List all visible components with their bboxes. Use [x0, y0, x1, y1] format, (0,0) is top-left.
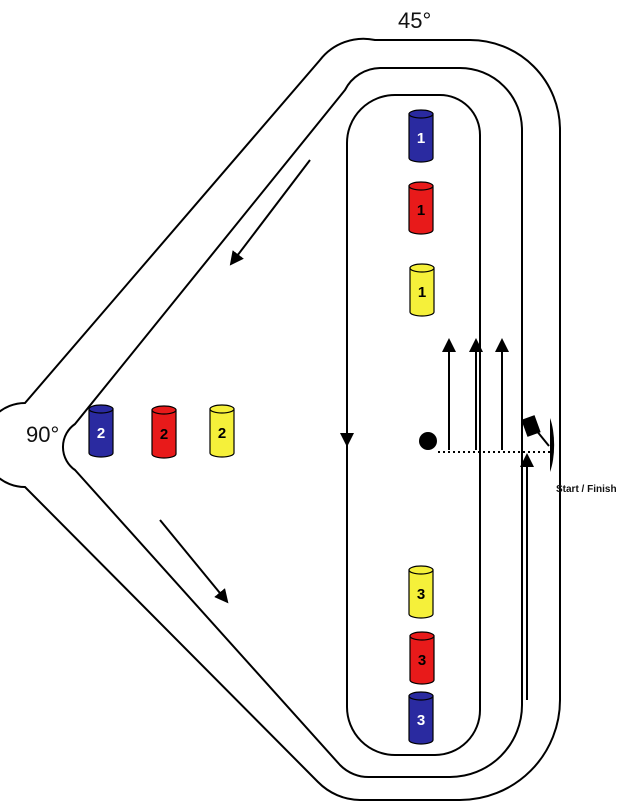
barrel-red-3: 3 — [409, 631, 435, 685]
path-diag-arrow-lower — [159, 519, 229, 604]
barrel-red-2-number: 2 — [160, 426, 168, 443]
barrel-yellow-2: 2 — [209, 404, 235, 458]
barrel-yellow-2-number: 2 — [218, 425, 226, 442]
timer-post — [419, 432, 437, 450]
barrel-yellow-1: 1 — [409, 263, 435, 317]
start-finish-label: Start / Finish — [556, 484, 617, 495]
barrel-yellow-3-number: 3 — [417, 586, 425, 603]
barrel-red-1-number: 1 — [417, 202, 425, 219]
barrel-red-3-number: 3 — [418, 652, 426, 669]
angle-label-top: 45° — [398, 8, 432, 33]
barrel-blue-1-number: 1 — [417, 130, 425, 147]
outer-track — [0, 37, 561, 801]
barrel-blue-2-number: 2 — [97, 425, 105, 442]
barrel-red-2: 2 — [151, 405, 177, 459]
barrel-blue-3-number: 3 — [417, 712, 425, 729]
angle-label-left: 90° — [26, 422, 60, 447]
barrel-group: 1 1 1 2 2 2 3 3 3 — [88, 109, 435, 745]
start-finish-marker — [521, 415, 555, 472]
barrel-blue-3: 3 — [408, 691, 434, 745]
barrel-blue-2: 2 — [88, 404, 114, 458]
barrel-yellow-1-number: 1 — [418, 284, 426, 301]
barrel-blue-1: 1 — [408, 109, 434, 163]
barrel-red-1: 1 — [408, 181, 434, 235]
path-diag-arrow-upper — [229, 159, 311, 266]
inner-track — [346, 94, 481, 756]
barrel-yellow-3: 3 — [408, 565, 434, 619]
middle-track — [62, 67, 523, 779]
